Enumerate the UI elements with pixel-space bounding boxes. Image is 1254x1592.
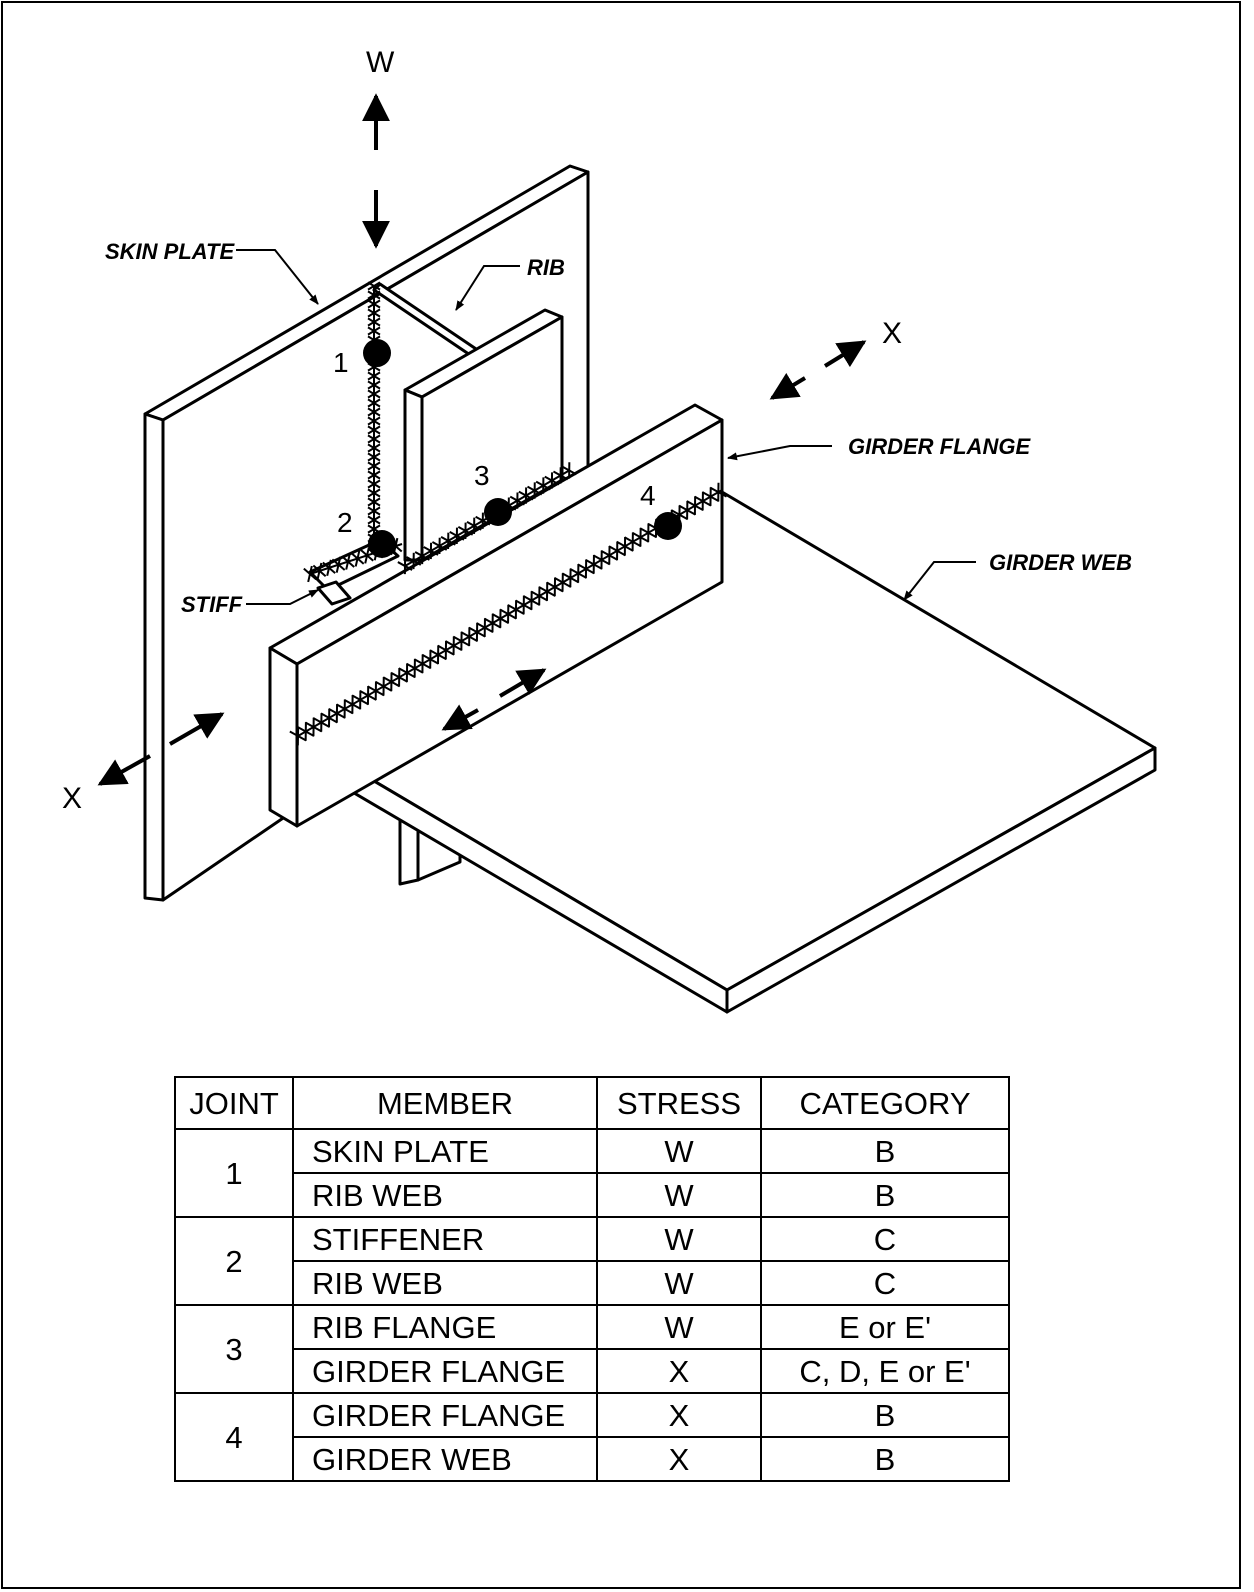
joint-cell: 3 xyxy=(174,1304,294,1394)
joint-marker-4 xyxy=(654,512,682,540)
member-cell: GIRDER FLANGE xyxy=(292,1348,598,1394)
x-label-left: X xyxy=(62,782,82,815)
joint-marker-2 xyxy=(368,530,396,558)
flange-arrow-a xyxy=(441,704,479,731)
category-cell: B xyxy=(760,1436,1010,1482)
girder-web-label: GIRDER WEB xyxy=(989,550,1132,575)
joint-cell: 1 xyxy=(174,1128,294,1218)
joint-cell: 4 xyxy=(174,1392,294,1482)
member-cell: GIRDER WEB xyxy=(292,1436,598,1482)
category-cell: C, D, E or E' xyxy=(760,1348,1010,1394)
weld-girder-flange-web xyxy=(289,482,728,746)
category-cell: B xyxy=(760,1172,1010,1218)
header-member: MEMBER xyxy=(292,1076,598,1130)
x-arrow-right-a xyxy=(769,372,807,400)
x-arrow-left-a xyxy=(97,754,151,786)
table-row: 1 SKIN PLATE W B xyxy=(174,1128,1010,1218)
table-row: 4 GIRDER FLANGE X B xyxy=(174,1392,1010,1482)
joint-category-table: JOINT MEMBER STRESS CATEGORY 1 SKIN PLAT… xyxy=(174,1076,1010,1482)
table-row: RIB WEB W C xyxy=(175,1260,1010,1306)
stress-cell: X xyxy=(596,1392,762,1438)
skin-plate-leader xyxy=(236,249,319,305)
category-cell: C xyxy=(760,1260,1010,1306)
header-joint: JOINT xyxy=(174,1076,294,1130)
joint-marker-3 xyxy=(484,498,512,526)
stress-cell: W xyxy=(596,1128,762,1174)
rib-leader xyxy=(455,265,520,311)
joint-number-2: 2 xyxy=(337,507,353,538)
flange-arrow-b xyxy=(498,668,547,698)
girder-flange-label: GIRDER FLANGE xyxy=(848,434,1031,459)
category-cell: C xyxy=(760,1216,1010,1262)
x-label-right: X xyxy=(882,317,902,350)
member-cell: RIB FLANGE xyxy=(292,1304,598,1350)
x-arrow-right-b xyxy=(823,340,867,368)
stiff-leader xyxy=(246,589,319,605)
member-cell: SKIN PLATE xyxy=(292,1128,598,1174)
stress-cell: X xyxy=(596,1436,762,1482)
header-category: CATEGORY xyxy=(760,1076,1010,1130)
girder-flange xyxy=(268,403,724,828)
joint-number-4: 4 xyxy=(640,480,656,511)
table-row: 3 RIB FLANGE W E or E' xyxy=(174,1304,1010,1394)
member-cell: GIRDER FLANGE xyxy=(292,1392,598,1438)
category-cell: B xyxy=(760,1128,1010,1174)
girder-web-leader xyxy=(903,561,976,601)
stress-cell: W xyxy=(596,1304,762,1350)
joint-number-3: 3 xyxy=(474,460,490,491)
w-label: W xyxy=(366,46,395,79)
header-stress: STRESS xyxy=(596,1076,762,1130)
table-header-row: JOINT MEMBER STRESS CATEGORY xyxy=(174,1076,1010,1130)
stress-cell: W xyxy=(596,1216,762,1262)
table-row: GIRDER WEB X B xyxy=(175,1436,1010,1482)
stress-cell: W xyxy=(596,1260,762,1306)
category-cell: B xyxy=(760,1392,1010,1438)
category-cell: E or E' xyxy=(760,1304,1010,1350)
rib-flange xyxy=(403,308,564,562)
skin-plate-label: SKIN PLATE xyxy=(105,239,235,264)
x-arrow-left-b xyxy=(169,712,225,746)
member-cell: STIFFENER xyxy=(292,1216,598,1262)
joint-marker-1 xyxy=(363,339,391,367)
table-row: 2 STIFFENER W C xyxy=(174,1216,1010,1306)
stress-cell: X xyxy=(596,1348,762,1394)
weld-joint-diagram: 1 2 3 4 W X X SKIN PLATE RIB GIRDER FLAN… xyxy=(62,46,1157,1014)
table-row: GIRDER FLANGE X C, D, E or E' xyxy=(175,1348,1010,1394)
member-cell: RIB WEB xyxy=(292,1260,598,1306)
stress-cell: W xyxy=(596,1172,762,1218)
rib-label: RIB xyxy=(527,255,565,280)
table-row: RIB WEB W B xyxy=(175,1172,1010,1218)
member-cell: RIB WEB xyxy=(292,1172,598,1218)
joint-cell: 2 xyxy=(174,1216,294,1306)
girder-flange-leader xyxy=(727,445,832,461)
stiff-label: STIFF xyxy=(181,592,243,617)
joint-number-1: 1 xyxy=(333,347,349,378)
